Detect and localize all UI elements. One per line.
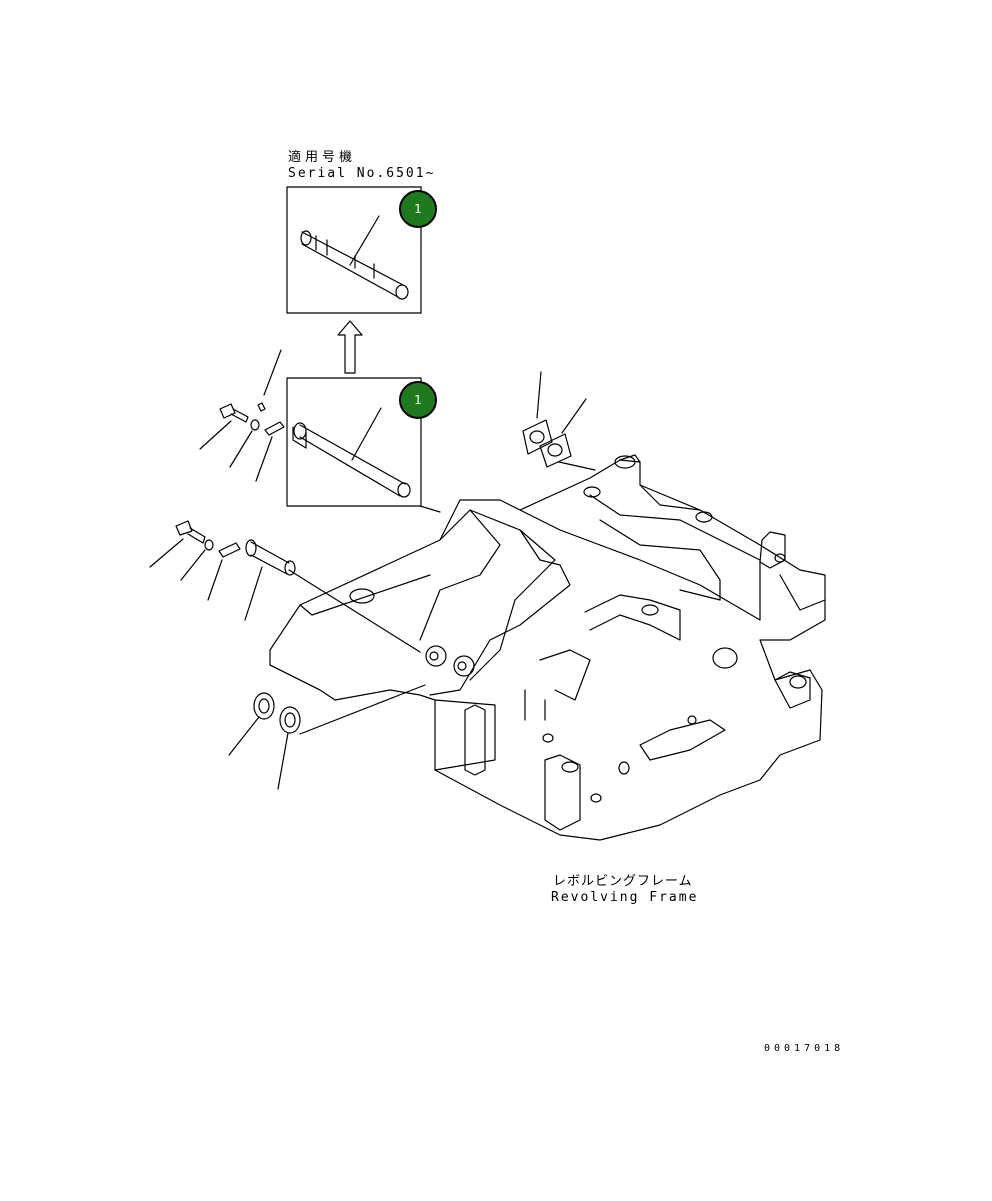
pin-lower xyxy=(292,422,411,498)
frame-label-english: Revolving Frame xyxy=(551,890,699,905)
shim-right xyxy=(279,706,301,734)
serial-note-number: Serial No.6501~ xyxy=(288,166,436,181)
plate-upper xyxy=(264,421,285,436)
detail-box-lower xyxy=(286,377,422,507)
callout-label: 1 xyxy=(414,202,422,216)
washer-lower xyxy=(204,539,214,551)
serial-note-japanese: 適用号機 xyxy=(288,150,357,165)
revolving-frame xyxy=(269,454,826,841)
bolt-lower xyxy=(175,520,206,544)
arrow-up xyxy=(337,320,363,374)
shim-left xyxy=(253,692,275,720)
plate-lower xyxy=(218,542,241,558)
washer-upper xyxy=(250,419,260,431)
pin-short xyxy=(245,539,296,576)
shim-plate-2 xyxy=(539,433,572,468)
leader-lower-pin xyxy=(351,407,382,461)
detail-box-upper xyxy=(286,186,422,314)
leader-upper-pin xyxy=(349,215,380,266)
bolt-upper xyxy=(219,403,249,423)
pin-upper xyxy=(300,230,409,300)
drawing-number: 00017018 xyxy=(764,1043,845,1054)
callout-label: 1 xyxy=(414,393,422,407)
callout-part-1-lower[interactable]: 1 xyxy=(399,381,437,419)
callout-part-1-upper[interactable]: 1 xyxy=(399,190,437,228)
small-bolt-upper xyxy=(257,402,266,412)
shim-plate-1 xyxy=(522,419,553,455)
frame-label-japanese: レボルビングフレーム xyxy=(553,874,693,889)
